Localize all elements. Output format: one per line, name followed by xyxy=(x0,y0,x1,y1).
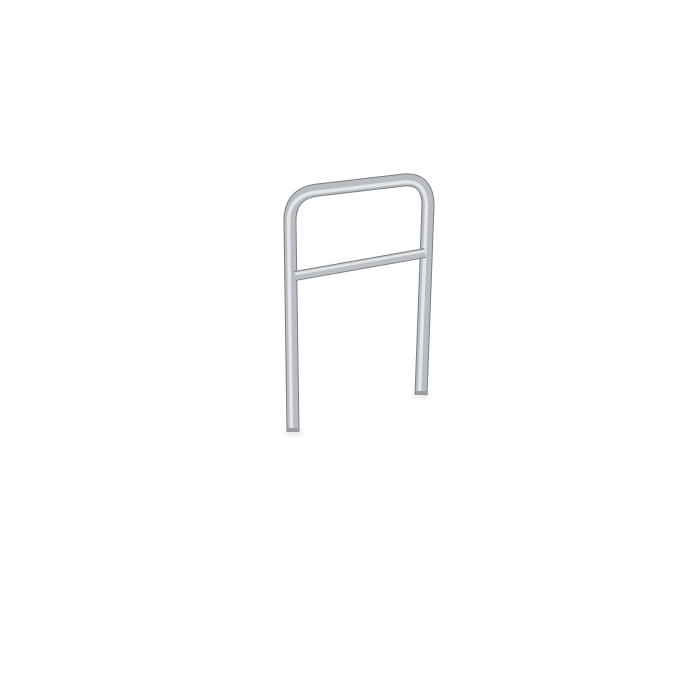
hoop-highlight xyxy=(286,180,429,433)
leg-end-back xyxy=(415,391,427,395)
leg-end-front xyxy=(287,428,299,432)
crossbar xyxy=(294,249,426,280)
crossbar-highlight xyxy=(294,249,426,276)
